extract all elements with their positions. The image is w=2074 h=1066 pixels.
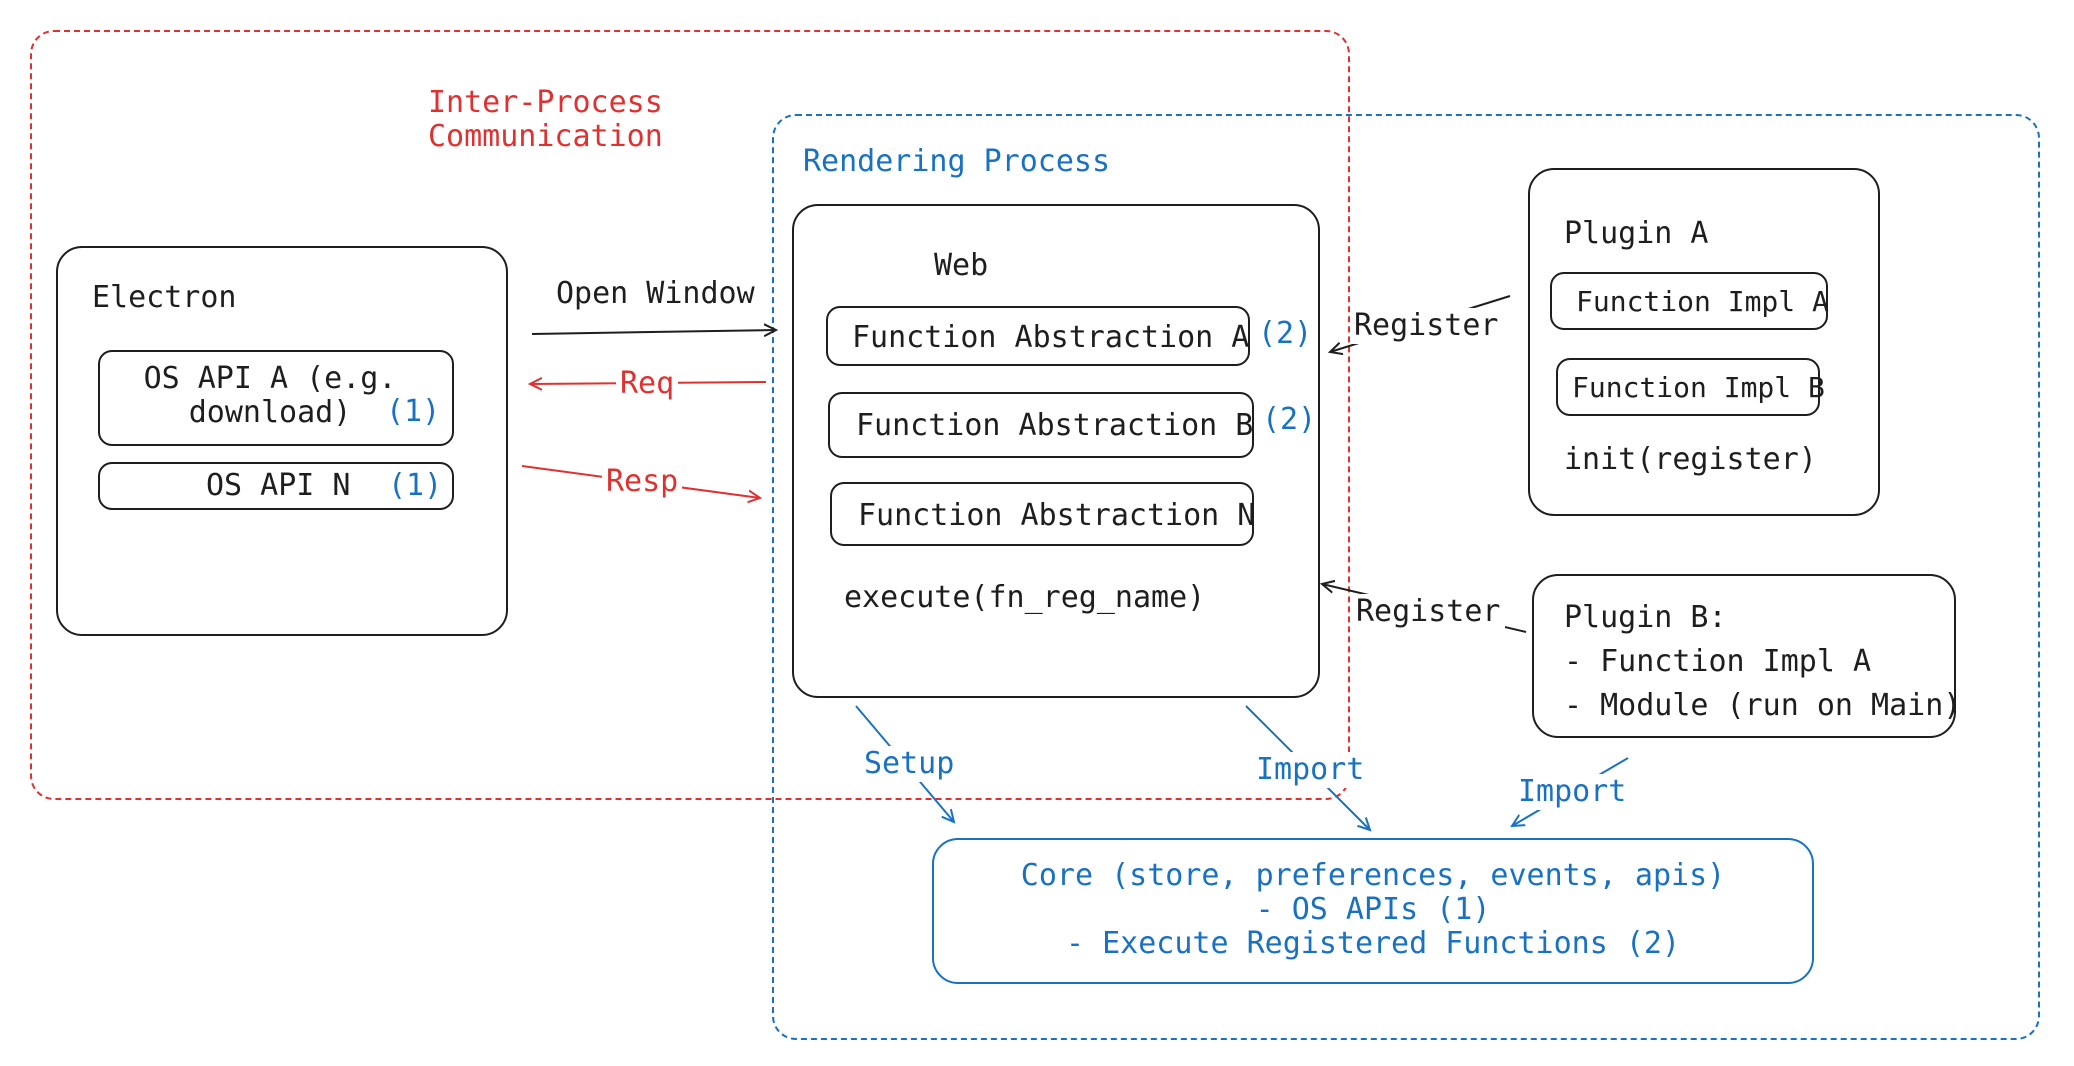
open-window-arrow xyxy=(531,330,776,334)
os-api-n-box xyxy=(98,462,454,510)
rendering-process-region xyxy=(772,114,2040,1040)
fn-abs-b-ref: (2) xyxy=(1262,402,1317,437)
core-line-2: - OS APIs (1) xyxy=(1255,892,1491,927)
fn-abs-n-label: Function Abstraction N xyxy=(858,498,1256,533)
os-api-a-box xyxy=(98,350,454,446)
open-window-label: Open Window xyxy=(556,276,755,311)
plugin-b-box xyxy=(1532,574,1956,738)
register-b-label: Register xyxy=(1352,594,1505,630)
ipc-label-line-1: Inter-Process xyxy=(428,85,663,120)
fn-abs-a-label: Function Abstraction A xyxy=(852,320,1250,355)
os-api-a-ref: (1) xyxy=(386,394,441,429)
impl-b-box xyxy=(1556,358,1820,416)
os-api-a-line-1: OS API A (e.g. xyxy=(143,361,397,396)
plugin-a-box xyxy=(1528,168,1880,516)
setup-label: Setup xyxy=(860,746,959,782)
core-line-1: Core (store, preferences, events, apis) xyxy=(1020,858,1726,893)
fn-abs-a-ref: (2) xyxy=(1258,316,1313,351)
import-web-label: Import xyxy=(1252,752,1369,788)
fn-abs-b-box xyxy=(828,392,1254,458)
os-api-a-label: OS API A (e.g. download) xyxy=(140,362,400,430)
impl-a-label: Function Impl A xyxy=(1576,285,1829,318)
plugin-b-title: Plugin B: xyxy=(1564,600,1727,635)
plugin-b-line-1: - Function Impl A xyxy=(1564,644,1872,679)
ipc-label-line-2: Communication xyxy=(428,119,663,154)
web-title: Web xyxy=(934,248,989,283)
electron-title: Electron xyxy=(92,280,237,315)
web-box xyxy=(792,204,1320,698)
import-plugin-label: Import xyxy=(1514,774,1631,810)
impl-b-label: Function Impl B xyxy=(1572,371,1825,404)
fn-abs-n-box xyxy=(830,482,1254,546)
execute-label: execute(fn_reg_name) xyxy=(844,580,1206,615)
os-api-a-line-2: download) xyxy=(188,395,352,430)
rendering-process-label: Rendering Process xyxy=(803,144,1111,179)
plugin-b-line-2: - Module (run on Main) xyxy=(1564,688,1962,723)
electron-box xyxy=(56,246,508,636)
register-a-label: Register xyxy=(1350,308,1503,344)
ipc-label: Inter-Process Communication xyxy=(428,86,663,154)
resp-label: Resp xyxy=(602,464,683,500)
ipc-region xyxy=(30,30,1350,800)
core-box xyxy=(932,838,1814,984)
os-api-n-ref: (1) xyxy=(388,468,443,503)
req-label: Req xyxy=(616,366,679,402)
fn-abs-b-label: Function Abstraction B xyxy=(856,408,1254,443)
impl-a-box xyxy=(1550,272,1828,330)
os-api-n-label: OS API N xyxy=(206,468,351,503)
fn-abs-a-box xyxy=(826,306,1250,366)
core-line-3: - Execute Registered Functions (2) xyxy=(1065,926,1681,961)
plugin-a-title: Plugin A xyxy=(1564,216,1709,251)
init-label: init(register) xyxy=(1564,442,1817,477)
